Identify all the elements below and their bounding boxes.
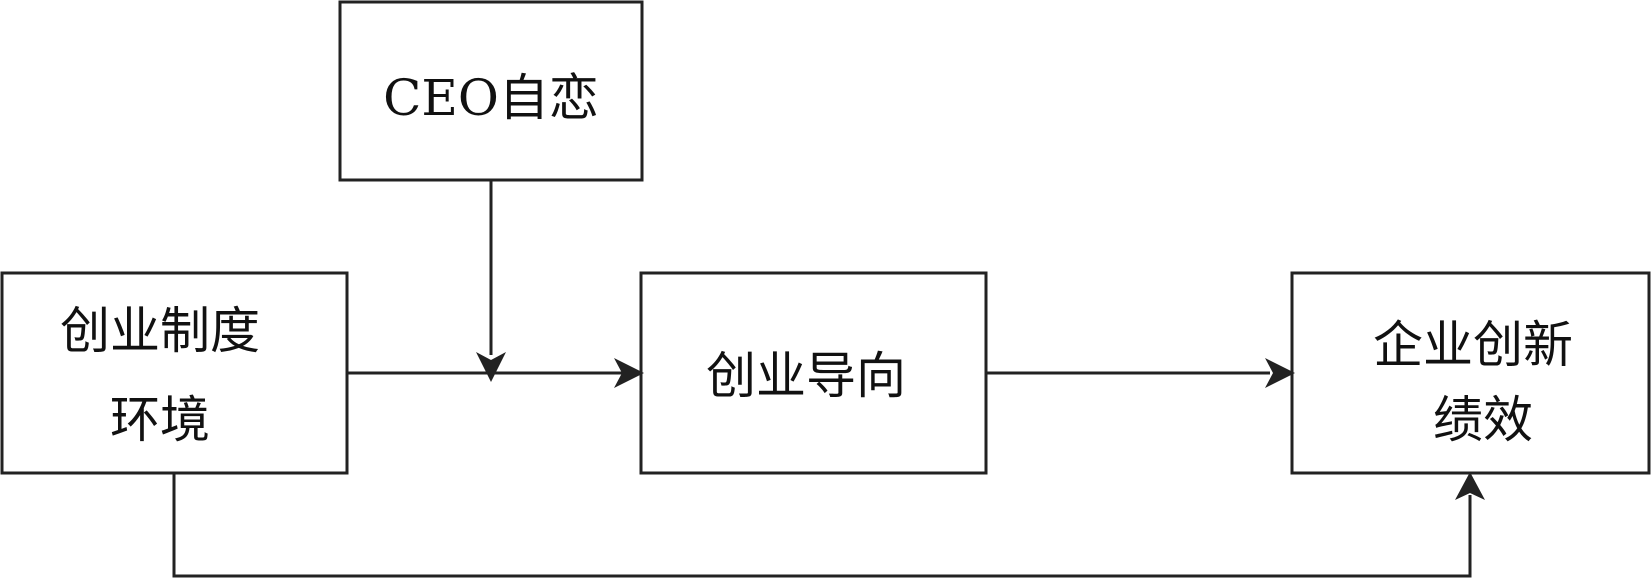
arrowhead-icon (1455, 472, 1485, 500)
node-env-label-line2: 环境 (110, 391, 210, 449)
node-innovation-performance: 企业创新 绩效 (1290, 271, 1651, 475)
edge-ceo-moderates-env-eo (476, 180, 506, 382)
node-entrepreneurial-orientation: 创业导向 (639, 271, 988, 475)
edge-env-to-perf (172, 472, 1485, 578)
arrowhead-icon (1265, 358, 1295, 388)
edge-env-to-eo (347, 358, 644, 388)
node-entrepreneurial-institutional-environment: 创业制度 环境 (0, 271, 349, 475)
arrowhead-icon (476, 352, 506, 382)
arrowhead-icon (614, 358, 644, 388)
node-env-label-line1: 创业制度 (60, 302, 260, 360)
edge-eo-to-perf (986, 358, 1295, 388)
node-perf-label-line2: 绩效 (1433, 391, 1533, 449)
node-perf-label-line1: 企业创新 (1373, 316, 1573, 374)
node-ceo-narcissism: CEO自恋 (338, 0, 644, 182)
node-eo-label: 创业导向 (706, 347, 906, 405)
node-ceo-narcissism-label: CEO自恋 (383, 69, 599, 127)
